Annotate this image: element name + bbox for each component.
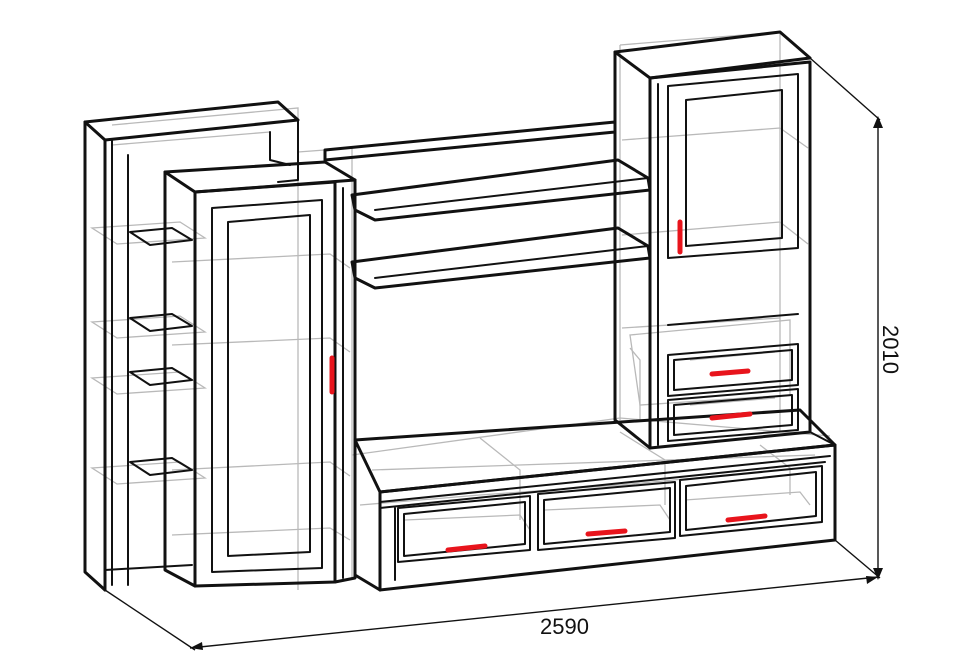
tv-base-unit [353, 408, 837, 592]
base-drawer-handle-1 [445, 543, 488, 553]
width-label: 2590 [540, 614, 589, 639]
right-drawer-handle-2 [709, 411, 753, 421]
base-drawer-handle-3 [725, 513, 768, 523]
base-drawer-handle-2 [585, 528, 628, 537]
hidden-edges [89, 31, 831, 590]
left-bookcase [83, 100, 300, 592]
height-dimension: 2010 [809, 57, 903, 580]
height-label: 2010 [878, 325, 903, 374]
wall-shelves [323, 120, 652, 290]
handles [329, 219, 768, 553]
right-drawer-handle-1 [709, 368, 751, 377]
left-glass-cabinet [163, 160, 357, 588]
width-dimension: 2590 [104, 539, 881, 651]
